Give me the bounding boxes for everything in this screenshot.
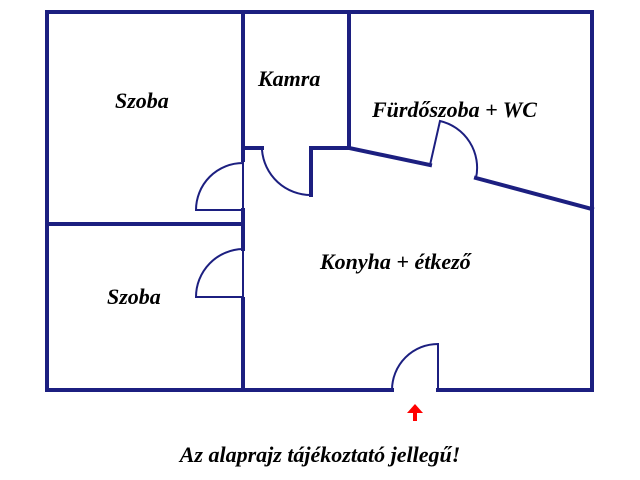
room-label-konyha: Konyha + étkező xyxy=(319,249,473,274)
door-szoba-top xyxy=(194,160,244,211)
room-label-kamra: Kamra xyxy=(257,66,320,91)
room-label-furdoszoba: Fürdőszoba + WC xyxy=(371,97,537,122)
door-bathroom xyxy=(429,119,479,179)
room-label-szoba-bottom: Szoba xyxy=(107,284,161,309)
entrance-arrow-head xyxy=(407,404,423,413)
door-kamra xyxy=(261,148,312,197)
wall-bathroom-left xyxy=(346,145,433,168)
outer-wall-top xyxy=(45,10,594,211)
outer-wall-bottom xyxy=(45,207,594,392)
room-labels: Szoba Kamra Fürdőszoba + WC Konyha + étk… xyxy=(107,66,537,309)
room-label-szoba-top: Szoba xyxy=(115,88,169,113)
entrance-arrow-shaft xyxy=(413,412,417,421)
walls xyxy=(45,10,595,392)
disclaimer-text: Az alaprajz tájékoztató jellegű! xyxy=(178,442,461,467)
arrow-up-icon xyxy=(407,404,423,421)
door-entrance xyxy=(391,342,439,391)
door-szoba-bottom xyxy=(194,248,244,298)
wall-kamra-bottom-right xyxy=(309,146,349,197)
doors xyxy=(194,119,479,391)
wall-bathroom-right xyxy=(473,175,595,212)
